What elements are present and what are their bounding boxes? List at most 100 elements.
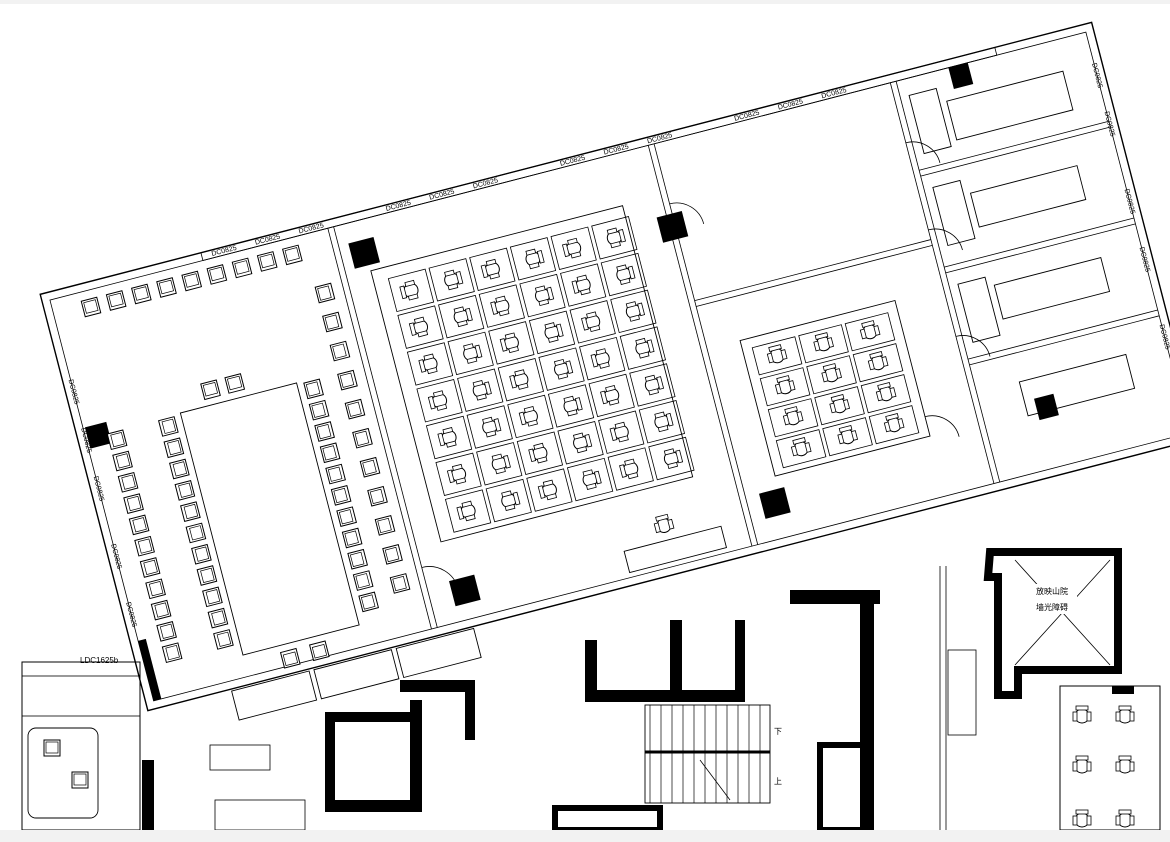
desk — [557, 421, 604, 465]
desk — [767, 398, 819, 438]
chair-icon — [123, 493, 144, 514]
desk — [775, 429, 827, 469]
column-icon — [948, 62, 974, 90]
chair-icon — [352, 427, 373, 449]
stair-icon: 下 上 — [644, 704, 782, 804]
desk — [526, 468, 573, 512]
lower-window-label: LDC1625b — [80, 656, 119, 665]
desk — [648, 436, 695, 481]
desk — [607, 447, 654, 491]
door-swing-icon — [905, 141, 941, 163]
desk — [519, 273, 566, 318]
right-offices — [908, 70, 1160, 417]
chair-icon — [174, 480, 196, 501]
door-swing-icon — [421, 566, 459, 590]
chair-icon — [344, 398, 366, 420]
chair-icon — [303, 378, 324, 400]
chair-icon — [367, 486, 388, 507]
chair-icon — [181, 270, 202, 292]
chair-icon — [134, 535, 155, 557]
chair-icon — [389, 573, 411, 594]
chair-icon — [139, 557, 161, 578]
chair-icon — [329, 340, 351, 362]
desk — [476, 442, 523, 486]
desk — [619, 326, 667, 370]
chair-icon — [106, 429, 128, 450]
door-swing-icon — [928, 228, 963, 251]
chair-icon — [145, 578, 166, 600]
desk — [822, 417, 873, 457]
main-floor-block: DC0825 DC0825 DC0825 DC0825 DC0825 DC082… — [39, 21, 1170, 721]
desk — [466, 405, 513, 449]
desk — [759, 367, 811, 407]
desk — [428, 258, 475, 302]
column-icon — [84, 421, 112, 449]
chair-icon — [314, 282, 336, 304]
chair-icon — [196, 565, 218, 586]
desk — [488, 321, 535, 365]
stair-up-label: 上 — [774, 777, 782, 786]
desk — [550, 226, 597, 270]
chair-icon — [169, 458, 190, 480]
desk — [447, 331, 494, 376]
column-icon — [1034, 393, 1059, 421]
desk — [814, 386, 865, 426]
desk — [416, 379, 463, 423]
chair-icon — [131, 283, 152, 305]
desk — [478, 284, 525, 328]
chair-icon — [341, 527, 363, 549]
chair-icon — [314, 421, 335, 442]
lounge-sofas — [231, 627, 482, 721]
desk — [629, 363, 676, 407]
office-partitions — [647, 81, 1001, 547]
chair-icon — [163, 437, 185, 458]
chair-icon — [105, 290, 127, 311]
desk — [610, 289, 657, 334]
window-strip-top — [200, 46, 998, 261]
chair-icon — [206, 264, 228, 285]
chair-icon — [112, 450, 133, 472]
chair-icon — [319, 442, 341, 464]
desk — [425, 415, 473, 460]
desk — [457, 368, 504, 412]
chair-icon — [358, 591, 379, 613]
chair-icon — [280, 648, 301, 669]
desk — [435, 452, 482, 496]
chair-icon — [207, 607, 229, 629]
conference-room — [80, 226, 438, 669]
room-note-1: 放映山院 — [1036, 586, 1068, 596]
chair-icon — [150, 599, 172, 621]
chair-icon — [200, 379, 221, 400]
door-swing-icon — [924, 415, 960, 437]
chair-icon — [191, 543, 212, 565]
chair-icon — [128, 514, 150, 536]
chair-icon — [156, 277, 177, 298]
desk — [868, 405, 920, 445]
desk — [844, 312, 896, 352]
columns — [84, 62, 1059, 607]
chair-icon — [213, 629, 234, 650]
chair-icon — [282, 244, 303, 266]
chair-icon — [337, 369, 358, 391]
desk — [438, 294, 485, 339]
chair-icon — [325, 463, 346, 485]
chair-icon — [347, 549, 368, 570]
door-swing-icon — [955, 335, 991, 357]
stair-down-label: 下 — [774, 727, 782, 736]
chair-icon — [352, 570, 374, 591]
chair-icon — [336, 506, 357, 527]
chair-icon — [180, 501, 201, 522]
chair-icon — [158, 416, 179, 437]
desk — [485, 478, 532, 523]
doors — [421, 141, 991, 590]
desk — [387, 268, 435, 313]
desk — [444, 489, 492, 533]
desk — [638, 400, 686, 444]
chair-icon — [374, 515, 396, 536]
chair-icon — [359, 456, 381, 478]
desk — [397, 305, 444, 349]
chair-icon — [161, 642, 183, 663]
chair-icon — [322, 311, 343, 333]
desk — [751, 336, 803, 376]
